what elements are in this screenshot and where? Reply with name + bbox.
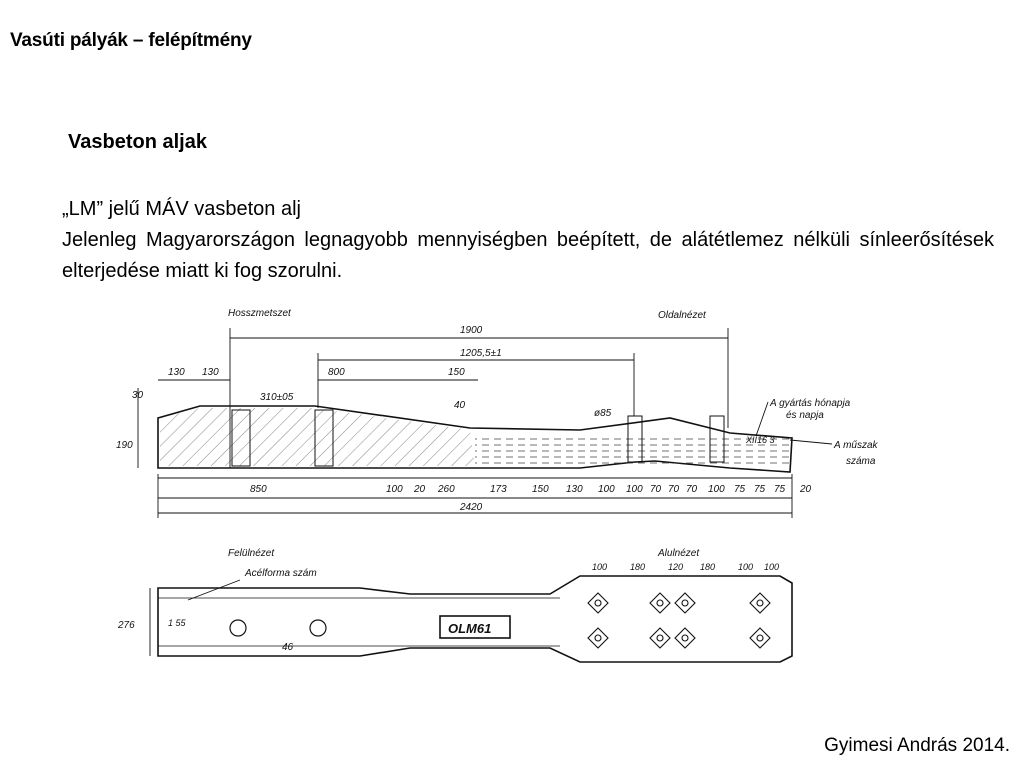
reinforcement-lines — [475, 434, 790, 466]
dim-190: 190 — [116, 440, 133, 451]
dim-bottom-3: 260 — [437, 484, 455, 495]
plan-views: Felülnézet Acélforma szám Alulnézet 276 … — [117, 548, 793, 663]
paragraph: Jelenleg Magyarországon legnagyobb menny… — [62, 229, 994, 282]
dim-bottom-11: 70 — [686, 484, 698, 495]
dim-bottom-0: 850 — [250, 484, 267, 495]
label-bottom-view: Alulnézet — [657, 548, 700, 559]
dimension-lines-top — [137, 328, 793, 518]
callout-leaders — [755, 401, 833, 445]
dim-130-b: 130 — [202, 367, 219, 378]
hatched-zone — [160, 408, 475, 466]
dim-bottom-4: 173 — [490, 484, 507, 495]
plan-dim-4: 100 — [738, 562, 753, 572]
fastening-pads — [587, 592, 771, 649]
label-shift-number-2: száma — [846, 456, 876, 467]
dim-1900: 1900 — [460, 325, 483, 336]
dim-bottom-7: 100 — [598, 484, 615, 495]
dimension-chain-bottom: 850 100 20 260 173 150 130 100 100 70 70… — [250, 484, 812, 495]
dim-bottom-14: 75 — [754, 484, 766, 495]
plan-bottom-dims: 100 180 120 180 100 100 — [592, 562, 779, 572]
sleeper-mark-box — [439, 615, 511, 639]
label-manufacturing-month-1: A gyártás hónapja — [769, 398, 851, 409]
dim-bottom-10: 70 — [668, 484, 680, 495]
dim-46: 46 — [282, 642, 294, 653]
sleeper-mark: OLM61 — [448, 621, 491, 636]
dim-bottom-13: 75 — [734, 484, 746, 495]
label-steel-mould: Acélforma szám — [244, 568, 317, 579]
label-date-stamp: XII16 3 — [745, 435, 775, 445]
plan-dim-1: 180 — [630, 562, 645, 572]
plan-dim-2: 120 — [668, 562, 683, 572]
footer-author: Gyimesi András 2014. — [824, 735, 1010, 756]
label-shift-number-1: A műszak — [833, 440, 879, 451]
dim-bottom-2: 20 — [413, 484, 426, 495]
dim-bottom-8: 100 — [626, 484, 643, 495]
hole-left-2 — [309, 619, 327, 637]
dim-bottom-9: 70 — [650, 484, 662, 495]
dim-2420: 2420 — [459, 502, 483, 513]
section-heading: Vasbeton aljak — [68, 131, 207, 153]
sleeper-plan-outline — [157, 575, 793, 663]
body-text: „LM” jelű MÁV vasbeton alj Jelenleg Magy… — [62, 194, 994, 287]
plan-dim-0: 100 — [592, 562, 607, 572]
label-longitudinal-section: Hosszmetszet — [228, 308, 292, 319]
dim-130-a: 130 — [168, 367, 185, 378]
dim-800: 800 — [328, 367, 345, 378]
label-side-view: Oldalnézet — [658, 310, 707, 321]
label-mould-number-value: 1 55 — [168, 618, 187, 628]
dim-bottom-15: 75 — [774, 484, 786, 495]
subheading: „LM” jelű MÁV vasbeton alj — [62, 198, 301, 220]
label-top-view: Felülnézet — [228, 548, 275, 559]
dowel-holes — [231, 409, 725, 467]
dim-d85: ø85 — [594, 408, 612, 419]
dim-150: 150 — [448, 367, 465, 378]
dim-1205: 1205,5±1 — [460, 348, 502, 359]
plan-dim-3: 180 — [700, 562, 715, 572]
dim-bottom-16: 20 — [799, 484, 812, 495]
dim-40: 40 — [454, 400, 466, 411]
dim-bottom-6: 130 — [566, 484, 583, 495]
label-manufacturing-month-2: és napja — [786, 410, 824, 421]
section-view: Hosszmetszet Oldalnézet — [116, 308, 879, 518]
dim-bottom-12: 100 — [708, 484, 725, 495]
sleeper-technical-drawing: Hosszmetszet Oldalnézet — [116, 308, 879, 663]
dim-310: 310±05 — [260, 392, 294, 403]
slide-title: Vasúti pályák – felépítmény — [10, 30, 252, 51]
plan-dim-5: 100 — [764, 562, 779, 572]
dim-bottom-5: 150 — [532, 484, 549, 495]
dim-276: 276 — [117, 620, 135, 631]
hole-left-1 — [229, 619, 247, 637]
dim-bottom-1: 100 — [386, 484, 403, 495]
dim-30: 30 — [132, 390, 144, 401]
